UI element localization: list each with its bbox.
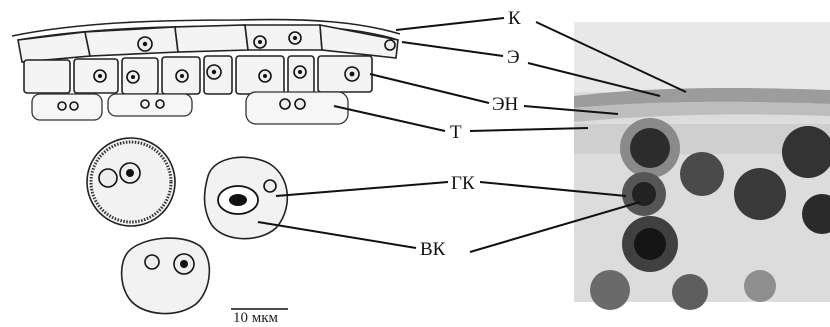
scale-bar-label: 10 мкм [233,310,279,326]
label-gk: ГК [451,173,475,194]
tapetum-layer [32,92,348,124]
pollen-grains-drawing [87,138,287,314]
label-t: Т [450,122,462,143]
scale-bar: 10 мкм [231,309,288,326]
label-e: Э [507,47,520,68]
label-vk: ВК [420,239,446,260]
endothecium-layer [24,56,372,94]
micrograph-photo [574,22,830,310]
pollen-grain-3 [122,238,210,314]
label-en: ЭН [492,94,519,115]
label-k: К [508,8,521,29]
pollen-grain-1 [87,138,175,226]
pollen-grain-2 [205,157,288,238]
